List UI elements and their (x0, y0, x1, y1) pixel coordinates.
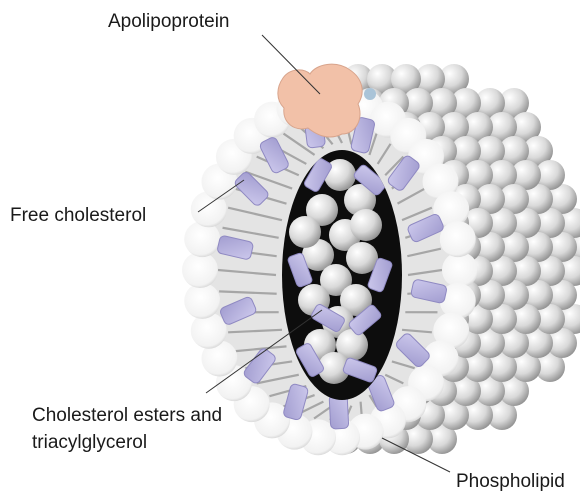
phospholipid-head (184, 221, 220, 257)
label-free-cholesterol: Free cholesterol (10, 203, 146, 229)
phospholipid-head (191, 313, 227, 349)
phospholipid-head (440, 221, 476, 257)
fatty-acid-tail (361, 402, 362, 414)
label-core-line-2: triacylglycerol (32, 430, 147, 456)
lipid-sphere (289, 216, 321, 248)
label-phospholipid: Phospholipid (456, 469, 565, 495)
phospholipid-head (442, 252, 478, 288)
label-core-line-1: Cholesterol esters and (32, 403, 222, 429)
phospholipid-head (182, 252, 218, 288)
label-apolipoprotein: Apolipoprotein (108, 9, 229, 35)
lipid-sphere (350, 209, 382, 241)
phospholipid-head (184, 283, 220, 319)
protein-accent (364, 88, 376, 100)
